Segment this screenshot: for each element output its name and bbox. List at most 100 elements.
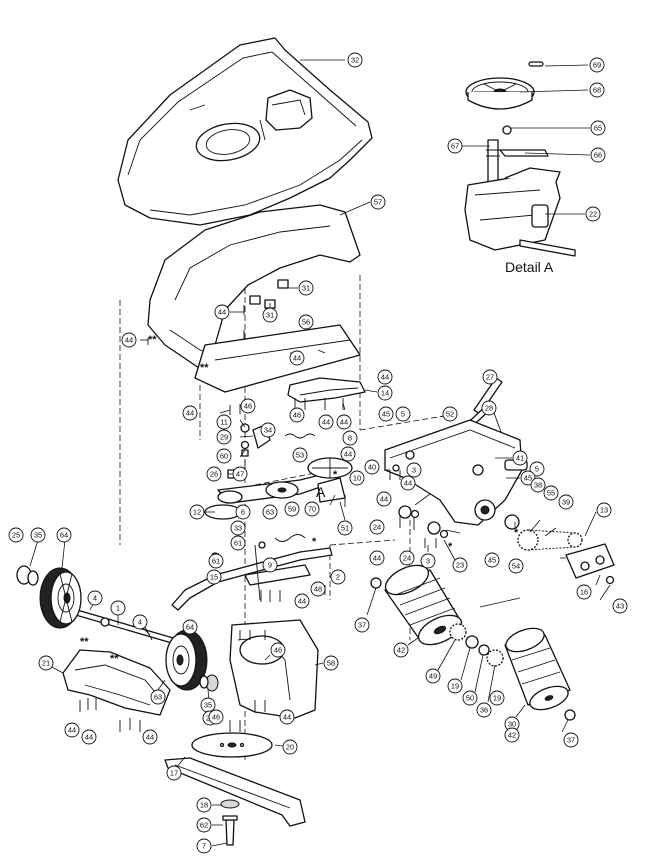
callout-41: 41 [512,450,528,466]
svg-text:50: 50 [466,694,474,703]
callout-29: 29 [216,429,232,445]
svg-text:65: 65 [594,124,602,133]
callout-21: 21 [38,655,54,671]
callout-51: 51 [337,520,353,536]
callout-40: 40 [364,459,380,475]
callout-45: 45 [484,552,500,568]
front-roller [384,564,463,646]
callout-23: 23 [452,557,468,573]
callout-44: 44 [376,491,392,507]
svg-text:29: 29 [220,433,228,442]
svg-text:31: 31 [266,311,274,320]
callout-22: 22 [585,206,601,222]
svg-text:49: 49 [429,672,437,681]
marker-star: * [333,469,338,481]
svg-text:61: 61 [212,557,220,566]
callout-19: 19 [447,678,463,694]
callout-57: 57 [370,194,386,210]
svg-text:59: 59 [288,505,296,514]
svg-text:3: 3 [426,557,430,566]
callout-24: 24 [399,550,415,566]
callout-42: 42 [393,642,409,658]
rear-flap [62,649,171,716]
callout-12: 12 [189,504,205,520]
svg-text:37: 37 [567,736,575,745]
callout-26: 26 [206,466,222,482]
svg-text:44: 44 [344,450,352,459]
callout-46: 46 [270,642,286,658]
callout-44: 44 [369,550,385,566]
marker-star: * [312,536,317,548]
callout-4: 4 [87,590,103,606]
callout-44: 44 [214,304,230,320]
bracket-14 [287,377,378,403]
callout-44: 44 [121,332,137,348]
svg-text:10: 10 [353,474,361,483]
svg-text:52: 52 [446,410,454,419]
callout-19: 19 [489,690,505,706]
svg-text:51: 51 [341,524,349,533]
callout-63: 63 [150,689,166,705]
axle-housing [384,419,528,526]
callout-44: 44 [81,729,97,745]
svg-text:34: 34 [264,426,272,435]
svg-text:44: 44 [381,373,389,382]
svg-text:63: 63 [266,508,274,517]
callout-49: 49 [425,668,441,684]
callout-7: 7 [196,838,212,854]
svg-text:54: 54 [512,562,520,571]
rear-roller [504,627,571,711]
chain-sprockets [392,450,615,585]
svg-text:37: 37 [358,621,366,630]
callout-31: 31 [262,307,278,323]
svg-text:7: 7 [202,842,206,851]
svg-text:63: 63 [154,693,162,702]
callout-18: 18 [196,797,212,813]
svg-text:44: 44 [404,479,412,488]
callout-46: 46 [208,709,224,725]
svg-text:15: 15 [210,573,218,582]
marker-double-star: ** [200,362,209,374]
svg-text:67: 67 [451,142,459,151]
callout-3: 3 [406,462,422,478]
callout-70: 70 [304,501,320,517]
svg-text:57: 57 [374,198,382,207]
svg-text:48: 48 [314,585,322,594]
svg-text:35: 35 [34,531,42,540]
height-adjust-lever [171,534,333,611]
callout-15: 15 [206,569,222,585]
callout-61: 61 [208,553,224,569]
svg-text:44: 44 [298,597,306,606]
svg-text:45: 45 [488,556,496,565]
marker-star: * [448,541,453,553]
svg-text:1: 1 [116,604,120,613]
callout-44: 44 [64,722,80,738]
svg-text:66: 66 [594,151,602,160]
svg-text:47: 47 [236,470,244,479]
svg-text:27: 27 [486,373,494,382]
callout-44: 44 [377,369,393,385]
svg-text:19: 19 [493,694,501,703]
callout-44: 44 [340,446,356,462]
view-marker-a: A [316,484,326,500]
callout-44: 44 [400,475,416,491]
svg-text:2: 2 [336,573,340,582]
callout-8: 8 [342,430,358,446]
svg-text:61: 61 [234,539,242,548]
callout-2: 2 [330,569,346,585]
svg-text:44: 44 [340,418,348,427]
callout-68: 68 [589,82,605,98]
svg-text:22: 22 [589,210,597,219]
svg-text:46: 46 [293,411,301,420]
svg-text:44: 44 [85,733,93,742]
svg-text:58: 58 [327,659,335,668]
grass-collector [117,37,373,226]
svg-text:46: 46 [274,646,282,655]
svg-text:4: 4 [93,594,97,603]
callout-3: 3 [420,553,436,569]
svg-text:42: 42 [397,646,405,655]
svg-text:8: 8 [348,434,352,443]
marker-double-star: ** [110,653,119,665]
callout-20: 20 [282,739,298,755]
